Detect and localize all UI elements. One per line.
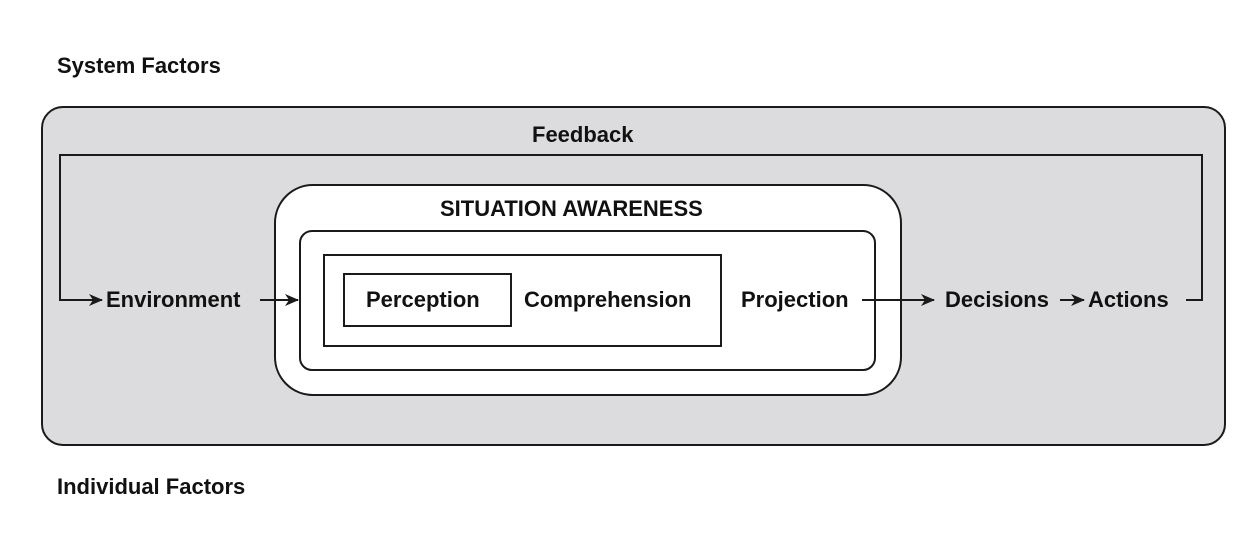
comprehension-label: Comprehension <box>524 287 692 312</box>
individual-factors-heading: Individual Factors <box>57 474 246 499</box>
projection-label: Projection <box>741 287 849 312</box>
feedback-label: Feedback <box>528 122 638 148</box>
situation-awareness-title: SITUATION AWARENESS <box>440 196 703 221</box>
actions-label: Actions <box>1088 287 1169 312</box>
feedback-loop-line <box>59 154 1203 306</box>
perception-label: Perception <box>366 287 480 312</box>
environment-label: Environment <box>106 287 241 312</box>
perception-box <box>343 273 512 327</box>
system-factors-heading: System Factors <box>57 53 221 78</box>
decisions-label: Decisions <box>945 287 1049 312</box>
